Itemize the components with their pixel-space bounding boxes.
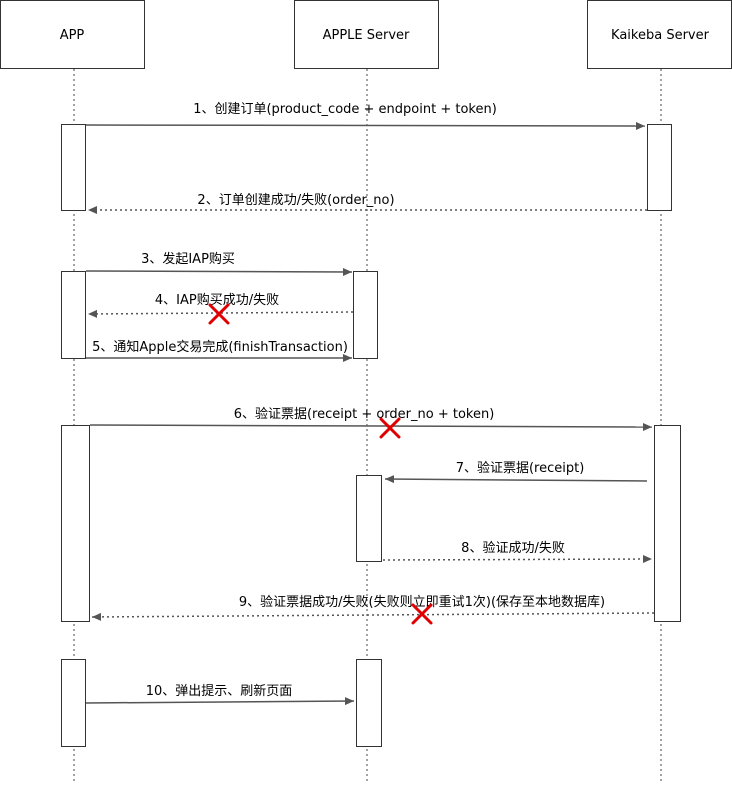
activation-apple-1	[353, 271, 378, 359]
activation-app-1	[61, 124, 86, 211]
message-8-label: 8、验证成功/失败	[461, 540, 565, 556]
message-9-label: 9、验证票据成功/失败(失败则立即重试1次)(保存至本地数据库)	[239, 594, 605, 610]
failure-mark-message-9	[411, 603, 433, 625]
activation-apple-3	[356, 659, 382, 747]
message-4-arrow	[87, 309, 354, 318]
message-1-arrow	[85, 121, 646, 130]
message-3-label: 3、发起IAP购买	[141, 251, 235, 267]
activation-app-2	[61, 271, 86, 359]
message-4-label: 4、IAP购买成功/失败	[155, 292, 279, 308]
participant-apple-server: APPLE Server	[294, 0, 439, 69]
failure-mark-message-4	[208, 303, 230, 325]
activation-kaikeba-1	[647, 124, 672, 211]
message-7-arrow	[384, 475, 648, 484]
participant-app: APP	[0, 0, 145, 69]
activation-apple-2	[356, 475, 382, 562]
participant-apple-server-label: APPLE Server	[323, 28, 410, 43]
message-1-label: 1、创建订单(product_code + endpoint + token)	[193, 102, 497, 117]
message-8-arrow	[382, 555, 653, 564]
message-2-label: 2、订单创建成功/失败(order_no)	[197, 193, 394, 208]
message-3-arrow	[85, 267, 353, 276]
activation-app-3	[61, 425, 90, 622]
participant-app-label: APP	[60, 28, 85, 43]
participant-kaikeba-server: Kaikeba Server	[587, 0, 732, 69]
message-7-label: 7、验证票据(receipt)	[456, 460, 585, 476]
message-10-label: 10、弹出提示、刷新页面	[146, 683, 293, 699]
message-6-label: 6、验证票据(receipt + order_no + token)	[234, 406, 495, 422]
message-10-arrow	[85, 697, 355, 706]
message-9-arrow	[91, 612, 655, 621]
message-5-label: 5、通知Apple交易完成(finishTransaction)	[92, 339, 348, 355]
activation-app-4	[61, 659, 86, 747]
activation-kaikeba-2	[654, 425, 681, 622]
participant-kaikeba-server-label: Kaikeba Server	[611, 28, 710, 43]
failure-mark-message-6	[379, 417, 401, 439]
message-6-arrow	[89, 422, 653, 431]
